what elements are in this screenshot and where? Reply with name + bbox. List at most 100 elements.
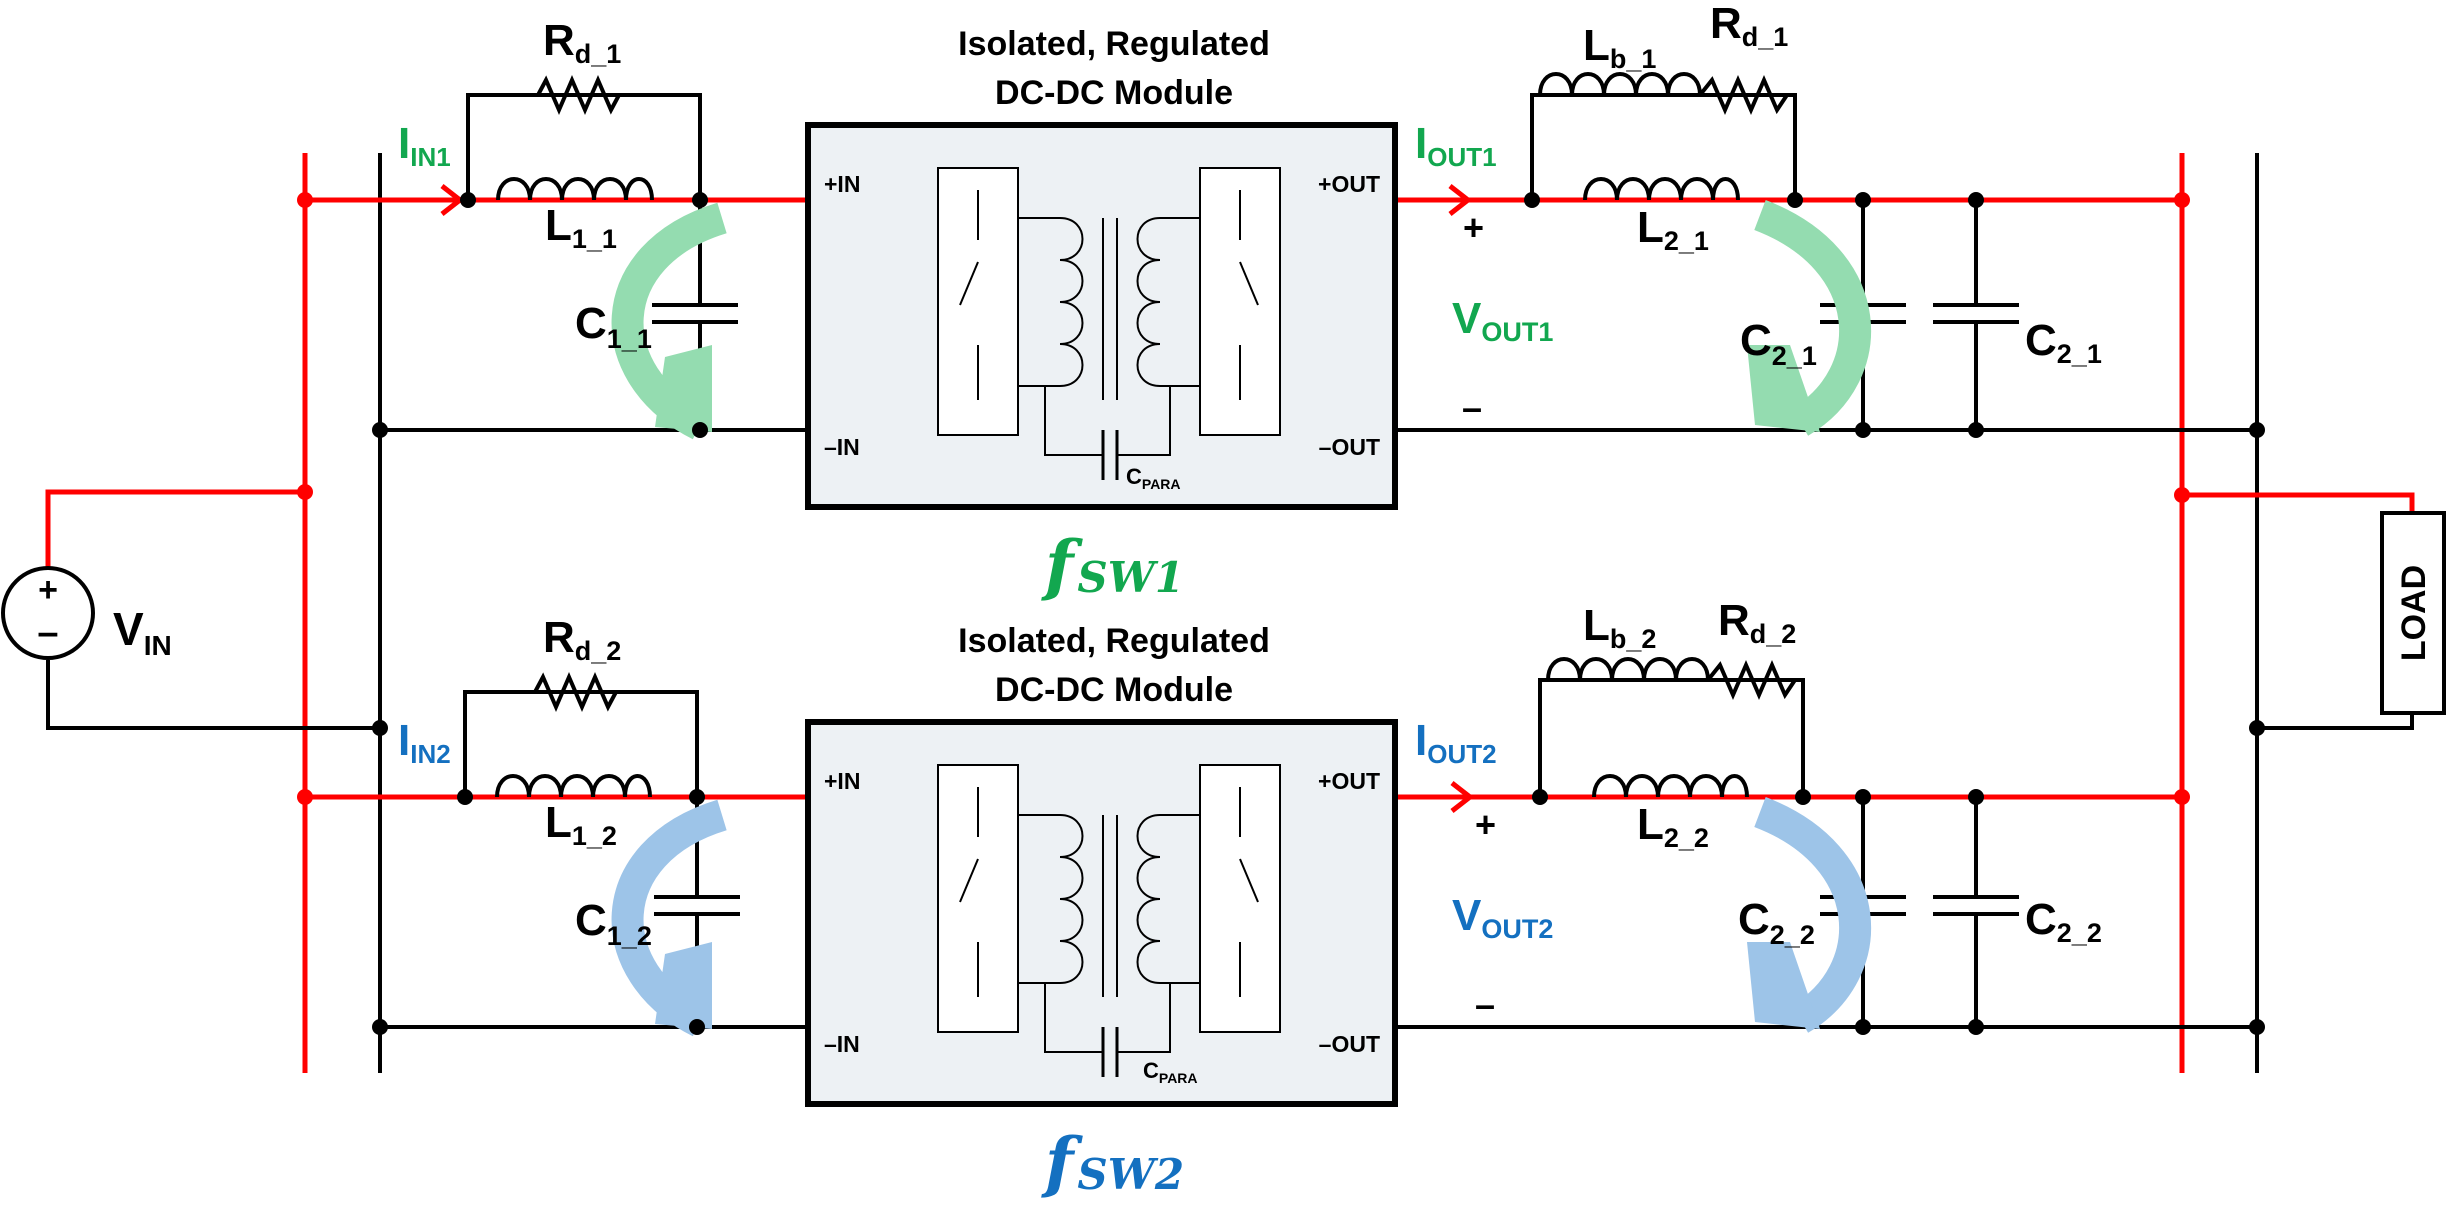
load-return-wire: [2257, 713, 2414, 730]
ch2-output-capacitor-a-label: C2_2: [1738, 895, 1815, 950]
source-label: VIN: [113, 603, 172, 661]
source-return-wire: [46, 660, 380, 730]
load-label: LOAD: [2395, 565, 2433, 661]
source-positive-wire: [45, 489, 305, 567]
voltage-source-symbol: [1, 566, 95, 660]
ch1-input-inductor: [496, 177, 654, 201]
ch1-output-capacitor-b-label: C2_1: [2025, 316, 2102, 369]
ch2-output-ripple-loop: [1753, 797, 1871, 1033]
ch1-vout-plus: +: [1463, 207, 1484, 248]
ch1-junction: [2174, 192, 2190, 208]
ch2-junction: [689, 789, 705, 805]
ch2-cpara-right-lead: [1117, 983, 1171, 1053]
ch2-junction: [457, 789, 473, 805]
ch2-output-current-label: IOUT2: [1415, 716, 1497, 769]
ch1-junction: [692, 192, 708, 208]
ch1-output-inductor-label: L2_1: [1637, 203, 1709, 256]
ch1-primary-switch-blade: [959, 261, 979, 306]
ch1-output-current-arrow: [1448, 184, 1473, 216]
ch2-cpara-left-lead: [1044, 983, 1103, 1053]
ch1-switching-frequency: fSW1: [1041, 526, 1184, 604]
load-box: [2380, 511, 2446, 715]
ch2-secondary-switch-blade: [1239, 858, 1259, 903]
ch1-output-damping-branch: [1530, 93, 1797, 200]
ch1-junction: [1968, 192, 1984, 208]
ch2-pin-plus-out: +OUT: [1318, 768, 1380, 794]
ch1-input-capacitor-label: C1_1: [575, 299, 652, 354]
ch1-vout-minus: –: [1462, 387, 1482, 428]
ch2-input-damping-resistor: [533, 671, 618, 713]
ch1-cpara-left-lead: [1044, 386, 1103, 456]
ch2-input-inductor-label: L1_2: [545, 798, 617, 851]
ch2-primary-switch-blade: [959, 858, 979, 903]
ch1-module-title-line2: DC-DC Module: [995, 74, 1233, 112]
ch2-transformer-secondary: [1136, 814, 1200, 984]
ch1-input-inductor-label: L1_1: [545, 201, 617, 254]
ch2-input-inductor: [495, 774, 652, 798]
ch2-junction: [1855, 1019, 1871, 1035]
ch2-output-loop-arrowhead: [1747, 942, 1820, 1029]
common-buses: [302, 153, 2259, 1073]
ch2-switching-frequency: fSW2: [1041, 1123, 1184, 1201]
ch2-output-current-arrow: [1450, 781, 1475, 813]
ch2-output-inductor-label: L2_2: [1637, 800, 1709, 853]
ch1-input-damping-resistor-label: Rd_1: [543, 16, 621, 69]
ch1-transformer-secondary: [1136, 217, 1200, 387]
input-source: + – VIN: [1, 489, 380, 730]
ch2-output-inductor: [1592, 774, 1749, 798]
ch2-input-current-label: IIN2: [398, 716, 451, 769]
ch1-pin-plus-out: +OUT: [1318, 171, 1380, 197]
ch1-output-damping-resistor-label: Rd_1: [1710, 0, 1788, 52]
ch1-output-inductor: [1583, 177, 1740, 201]
ch1-output-current-label: IOUT1: [1415, 119, 1497, 172]
ch2-output-damping-branch: [1538, 678, 1805, 797]
ch2-output-damping-inductor: [1546, 657, 1710, 681]
ch2-vout-plus: +: [1475, 804, 1496, 845]
ch1-junction: [692, 422, 708, 438]
ch2-junction: [1968, 789, 1984, 805]
ch1-module-title-line1: Isolated, Regulated: [958, 25, 1270, 63]
load-positive-wire: [2182, 492, 2415, 513]
ch1-pin-plus-in: +IN: [824, 171, 860, 197]
ch2-junction: [372, 720, 388, 736]
ch2-output-damping-inductor-label: Lb_2: [1583, 601, 1656, 654]
ch2-output-damping-resistor: [1706, 659, 1797, 701]
ch1-junction: [1968, 422, 1984, 438]
ch2-module-title-line2: DC-DC Module: [995, 671, 1233, 709]
ch2-junction: [1855, 789, 1871, 805]
ch2-input-damping-branch: [463, 690, 699, 797]
ch1-junction: [297, 192, 313, 208]
ch2-junction: [2249, 1019, 2265, 1035]
ch2-pin-minus-out: –OUT: [1319, 1031, 1380, 1057]
ch1-input-damping-resistor: [536, 74, 621, 116]
ch1-transformer-primary: [1018, 217, 1084, 387]
ch2-input-damping-resistor-label: Rd_2: [543, 613, 621, 666]
channel-1: CPARA +IN –IN +OUT –OUT Isolated, Regula…: [297, 0, 2265, 604]
ch1-output-loop-arrowhead: [1747, 345, 1820, 432]
ch1-input-loop-arrowhead: [655, 345, 712, 432]
ch2-cpara-label: CPARA: [1143, 1058, 1198, 1086]
ch2-pin-minus-in: –IN: [824, 1031, 860, 1057]
ch2-output-capacitor-b-label: C2_2: [2025, 895, 2102, 948]
ch2-vout-minus: –: [1475, 984, 1495, 1025]
ch1-pin-minus-out: –OUT: [1319, 434, 1380, 460]
ch1-junction: [1524, 192, 1540, 208]
ch1-output-voltage-label: VOUT1: [1452, 294, 1553, 347]
ch2-junction: [1532, 789, 1548, 805]
ch1-output-capacitor-a-label: C2_1: [1740, 316, 1817, 371]
ch2-output-voltage-label: VOUT2: [1452, 891, 1553, 944]
ch2-module-title-line1: Isolated, Regulated: [958, 622, 1270, 660]
ch1-output-damping-inductor-label: Lb_1: [1583, 21, 1656, 74]
source-plus-sign: +: [38, 571, 58, 609]
load: LOAD: [2182, 492, 2446, 730]
ch2-junction: [372, 1019, 388, 1035]
ch2-junction: [2249, 720, 2265, 736]
channel-2: CPARA +IN –IN +OUT –OUT Isolated, Regula…: [297, 596, 2265, 1201]
ch1-input-damping-branch: [466, 93, 702, 200]
ch1-junction: [2249, 422, 2265, 438]
ch2-junction: [297, 789, 313, 805]
ch2-junction: [1795, 789, 1811, 805]
ch2-pin-plus-in: +IN: [824, 768, 860, 794]
ch1-cpara-label: CPARA: [1126, 464, 1181, 492]
